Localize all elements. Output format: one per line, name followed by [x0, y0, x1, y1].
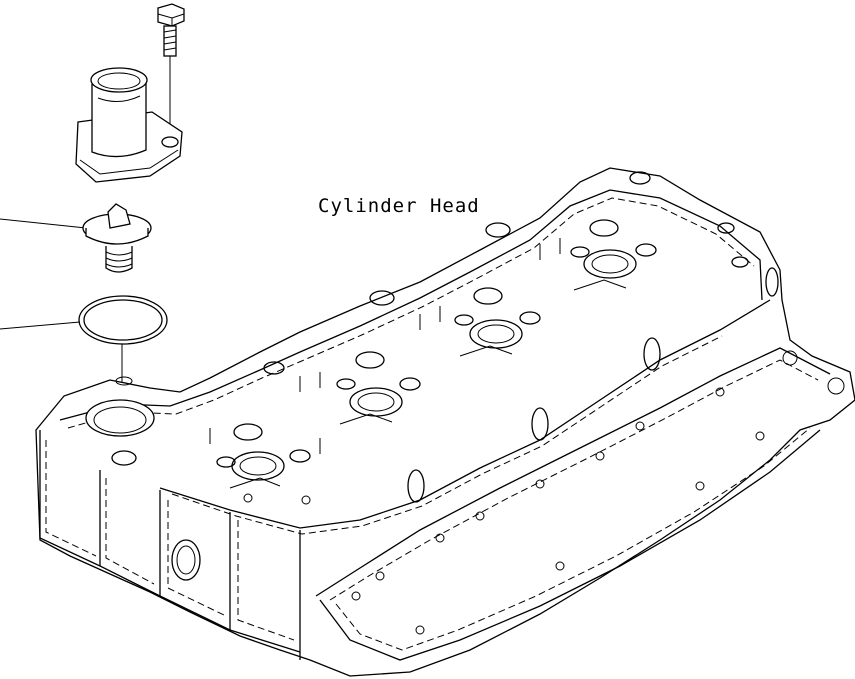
cylinder-head-icon [35, 167, 855, 677]
cylinder-head-label: Cylinder Head [318, 195, 480, 217]
thermostat-housing-icon [75, 67, 183, 183]
thermostat-icon [0, 203, 152, 273]
o-ring-seal-icon [0, 295, 168, 384]
